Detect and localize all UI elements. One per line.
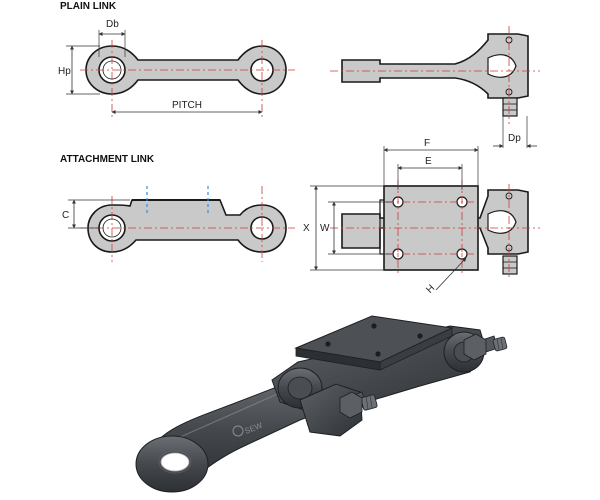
h-label: H: [424, 283, 437, 296]
db-dimension: Db: [98, 19, 126, 57]
plain-link-side-view: [80, 40, 295, 118]
hp-label: Hp: [58, 66, 71, 77]
db-label: Db: [106, 19, 119, 30]
c-dimension: C: [62, 199, 130, 229]
plain-link-title: PLAIN LINK: [60, 1, 117, 12]
pitch-dimension: PITCH: [111, 100, 263, 114]
x-dimension: X: [303, 185, 384, 271]
plain-link-top-view: [330, 26, 540, 124]
c-label: C: [62, 210, 69, 221]
dp-label: Dp: [508, 133, 521, 144]
f-label: F: [424, 138, 430, 149]
chain-link-photo: SEW: [135, 315, 508, 493]
w-dimension: W: [320, 201, 392, 255]
attachment-link-title: ATTACHMENT LINK: [60, 154, 155, 165]
hp-dimension: Hp: [58, 45, 100, 95]
dp-dimension: Dp: [493, 116, 537, 148]
w-label: W: [320, 223, 330, 234]
pitch-label: PITCH: [172, 100, 202, 111]
x-label: X: [303, 223, 310, 234]
e-label: E: [425, 156, 432, 167]
e-dimension: E: [397, 156, 463, 190]
f-dimension: F: [383, 138, 479, 186]
attachment-link-side-view: [80, 186, 295, 262]
attachment-link-top-view: [330, 180, 540, 280]
